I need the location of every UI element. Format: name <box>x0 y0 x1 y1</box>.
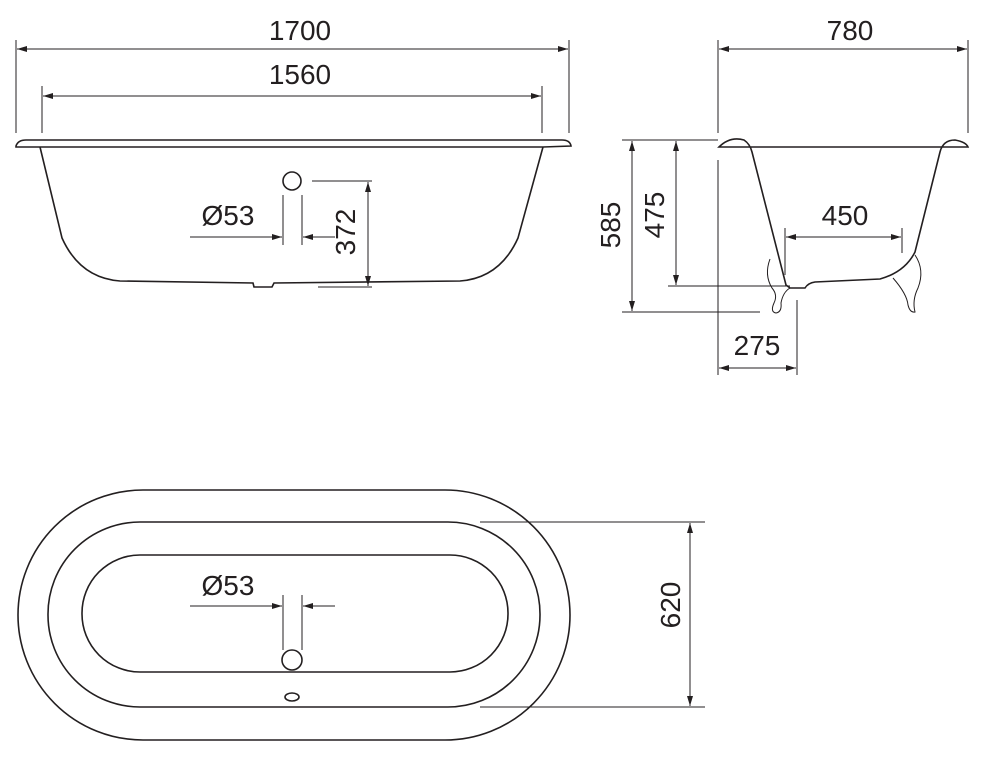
side-view: 780 585 475 450 275 <box>595 15 970 375</box>
front-tub-body <box>39 146 544 288</box>
dim-label-1700: 1700 <box>269 15 331 46</box>
overflow-hole <box>282 171 302 191</box>
dim-label-top-overflow-diameter: Ø53 <box>202 570 255 601</box>
top-overflow-hole <box>281 649 303 671</box>
dim-label-620: 620 <box>655 582 686 629</box>
dim-label-450: 450 <box>822 200 869 231</box>
dim-label-372: 372 <box>330 209 361 256</box>
top-basin <box>81 554 509 673</box>
dim-label-overflow-diameter: Ø53 <box>202 200 255 231</box>
top-outer-rim <box>17 489 571 741</box>
front-view: 1700 1560 Ø53 372 <box>15 15 572 288</box>
top-drain <box>284 692 300 702</box>
dim-label-475: 475 <box>639 192 670 239</box>
dim-label-275: 275 <box>734 330 781 361</box>
dim-label-585: 585 <box>595 202 626 249</box>
top-view: Ø53 620 <box>17 489 705 741</box>
dim-label-780: 780 <box>827 15 874 46</box>
side-tub-section <box>717 138 970 289</box>
front-tub-outline <box>15 139 572 148</box>
top-inner-rim <box>47 521 541 708</box>
dim-label-1560: 1560 <box>269 59 331 90</box>
